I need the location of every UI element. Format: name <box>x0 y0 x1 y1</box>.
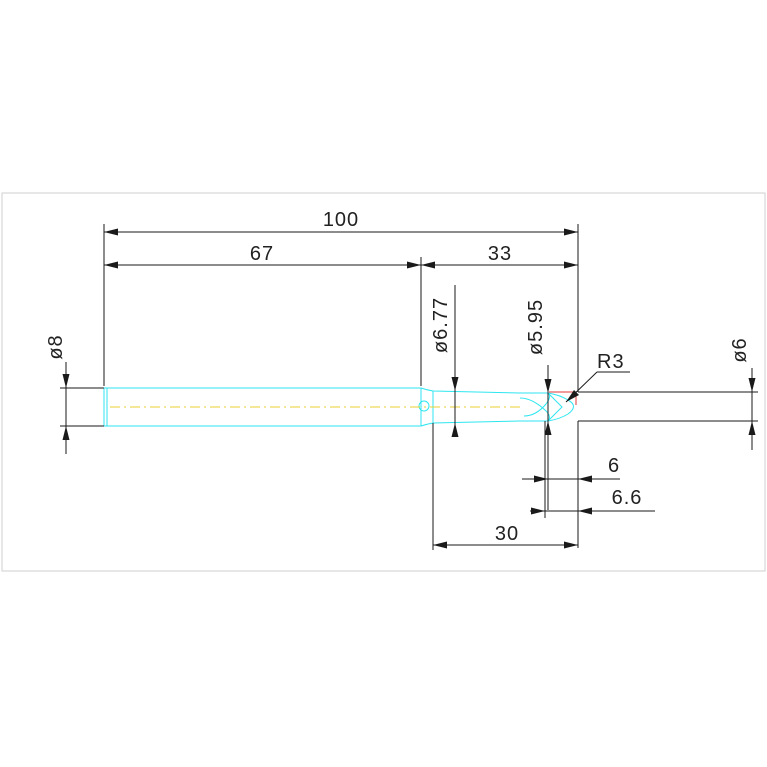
neck-top-edge <box>420 387 521 394</box>
dim-text-diam-8: ø8 <box>45 334 67 359</box>
dim-text-diam-6: ø6 <box>729 337 751 362</box>
dim-text-diam-6-77: ø6.77 <box>430 297 452 353</box>
head-outline <box>520 392 563 422</box>
dim-text-100: 100 <box>323 209 359 231</box>
flute-line-2 <box>523 392 551 417</box>
dim-text-6-6: 6.6 <box>612 487 643 509</box>
dim-text-30: 30 <box>495 523 519 545</box>
drawing-frame <box>1 192 766 572</box>
dimensions: 100 67 33 ø8 ø6.77 ø5.95 ø6 <box>45 209 758 550</box>
ball-end-outline <box>547 392 574 422</box>
neck-circle <box>418 400 430 412</box>
dim-text-6: 6 <box>608 455 620 477</box>
dim-text-33: 33 <box>488 243 512 265</box>
dim-text-r3: R3 <box>597 351 625 373</box>
flute-line-1 <box>519 397 550 422</box>
dim-text-diam-5-95: ø5.95 <box>525 299 547 355</box>
shank-outline <box>103 387 422 427</box>
dim-text-67: 67 <box>250 243 274 265</box>
